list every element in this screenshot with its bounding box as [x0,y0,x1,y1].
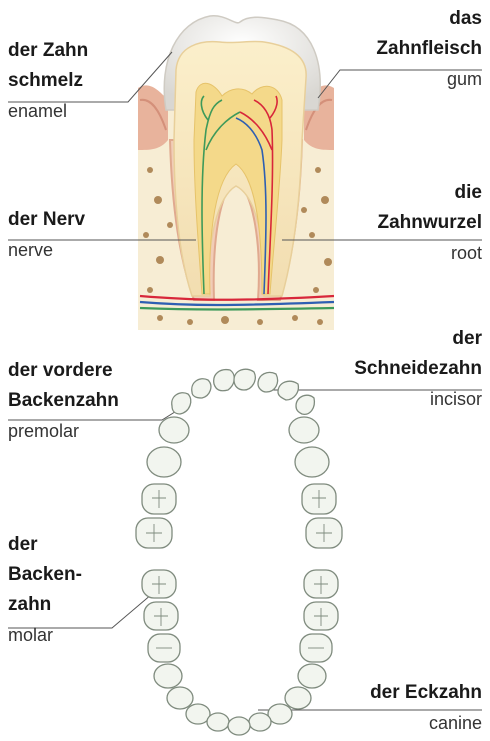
label-premolar-de-2: Backenzahn [8,386,119,416]
dental-arch [136,369,342,735]
label-canine-de-1: der Eckzahn [370,678,482,708]
label-root-en: root [377,238,482,268]
label-premolar-de-1: der vordere [8,356,119,386]
label-canine: der Eckzahn canine [370,678,482,738]
label-canine-en: canine [370,708,482,738]
label-root-de-1: die [377,178,482,208]
label-enamel-de-2: schmelz [8,66,88,96]
label-molar: der Backen- zahn molar [8,530,82,650]
label-molar-de-1: der [8,530,82,560]
label-gum-de-1: das [376,4,482,34]
label-root: die Zahnwurzel root [377,178,482,268]
label-gum-en: gum [376,64,482,94]
label-incisor: der Schneidezahn incisor [354,324,482,414]
label-incisor-de-2: Schneidezahn [354,354,482,384]
label-premolar: der vordere Backenzahn premolar [8,356,119,446]
label-molar-en: molar [8,620,82,650]
label-enamel-en: enamel [8,96,88,126]
label-enamel-de-1: der Zahn [8,36,88,66]
label-molar-de-3: zahn [8,590,82,620]
label-enamel: der Zahn schmelz enamel [8,36,88,126]
label-gum: das Zahnfleisch gum [376,4,482,94]
label-premolar-en: premolar [8,416,119,446]
label-molar-de-2: Backen- [8,560,82,590]
label-nerve-de-1: der Nerv [8,205,85,235]
label-nerve-en: nerve [8,235,85,265]
label-gum-de-2: Zahnfleisch [376,34,482,64]
label-incisor-de-1: der [354,324,482,354]
label-incisor-en: incisor [354,384,482,414]
label-nerve: der Nerv nerve [8,205,85,265]
label-root-de-2: Zahnwurzel [377,208,482,238]
